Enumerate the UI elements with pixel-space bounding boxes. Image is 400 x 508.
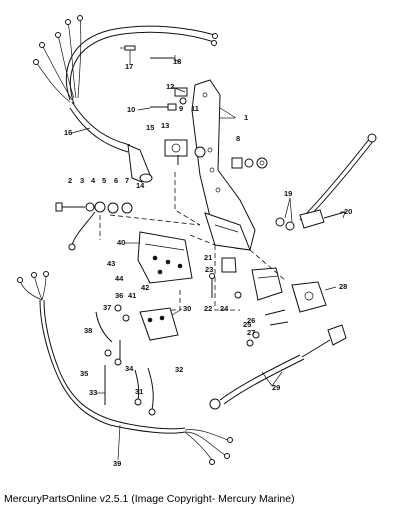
ground-lead bbox=[299, 133, 377, 223]
callout-41: 41 bbox=[128, 291, 136, 300]
callout-25: 25 bbox=[243, 320, 251, 329]
callout-42: 42 bbox=[141, 283, 149, 292]
callout-14: 14 bbox=[136, 181, 145, 190]
callout-labels: 1 2 3 4 5 6 7 8 9 10 11 12 13 14 15 16 1… bbox=[64, 57, 352, 468]
small-hardware-9-14 bbox=[150, 87, 206, 165]
callout-5: 5 bbox=[102, 176, 106, 185]
exploded-parts-diagram: 1 2 3 4 5 6 7 8 9 10 11 12 13 14 15 16 1… bbox=[17, 15, 377, 468]
callout-39: 39 bbox=[113, 459, 121, 468]
callout-21: 21 bbox=[204, 253, 212, 262]
callout-2: 2 bbox=[68, 176, 72, 185]
callout-31: 31 bbox=[135, 387, 143, 396]
callout-4: 4 bbox=[91, 176, 96, 185]
battery-lead-29 bbox=[209, 324, 347, 410]
fasteners-19-20 bbox=[275, 209, 346, 231]
callout-8: 8 bbox=[236, 134, 240, 143]
callout-18: 18 bbox=[173, 57, 181, 66]
callout-32: 32 bbox=[175, 365, 183, 374]
bolts-25-27 bbox=[246, 309, 289, 347]
harness-39 bbox=[17, 271, 233, 465]
callout-38: 38 bbox=[84, 326, 92, 335]
callout-12: 12 bbox=[166, 82, 174, 91]
callout-43: 43 bbox=[107, 259, 115, 268]
callout-24: 24 bbox=[220, 304, 229, 313]
callout-20: 20 bbox=[344, 207, 352, 216]
callout-33: 33 bbox=[89, 388, 97, 397]
callout-17: 17 bbox=[125, 62, 133, 71]
callout-19: 19 bbox=[284, 189, 292, 198]
callout-22: 22 bbox=[204, 304, 212, 313]
hardware-31-38 bbox=[95, 304, 156, 416]
callout-10: 10 bbox=[127, 105, 135, 114]
regulator-21-24 bbox=[209, 257, 283, 301]
callout-27: 27 bbox=[247, 328, 255, 337]
callout-7: 7 bbox=[125, 176, 129, 185]
bolt-assembly-2-7 bbox=[55, 201, 133, 251]
callout-leaders bbox=[71, 59, 337, 461]
callout-36: 36 bbox=[115, 291, 123, 300]
callout-16: 16 bbox=[64, 128, 72, 137]
terminal-block-6-8 bbox=[231, 157, 268, 169]
callout-3: 3 bbox=[80, 176, 84, 185]
callout-30: 30 bbox=[183, 304, 191, 313]
wiring-harness-16 bbox=[33, 15, 218, 183]
callout-11: 11 bbox=[191, 104, 199, 113]
callout-15: 15 bbox=[146, 123, 154, 132]
callout-35: 35 bbox=[80, 369, 88, 378]
callout-23: 23 bbox=[205, 265, 213, 274]
callout-40: 40 bbox=[117, 238, 125, 247]
callout-28: 28 bbox=[339, 282, 347, 291]
callout-26: 26 bbox=[247, 316, 255, 325]
copyright-caption: MercuryPartsOnline v2.5.1 (Image Copyrig… bbox=[4, 493, 295, 505]
mounting-bracket-1 bbox=[191, 79, 256, 251]
callout-9: 9 bbox=[179, 104, 183, 113]
callout-6: 6 bbox=[114, 176, 118, 185]
rectifier-28 bbox=[291, 281, 327, 313]
switch-box-40 bbox=[137, 231, 193, 284]
callout-13: 13 bbox=[161, 121, 169, 130]
callout-1: 1 bbox=[244, 113, 248, 122]
bracket-18 bbox=[150, 55, 176, 62]
callout-34: 34 bbox=[125, 364, 134, 373]
callout-44: 44 bbox=[115, 274, 124, 283]
starter-solenoid-30 bbox=[139, 307, 179, 341]
connector-17 bbox=[120, 45, 136, 60]
callout-37: 37 bbox=[103, 303, 111, 312]
callout-29: 29 bbox=[272, 383, 280, 392]
